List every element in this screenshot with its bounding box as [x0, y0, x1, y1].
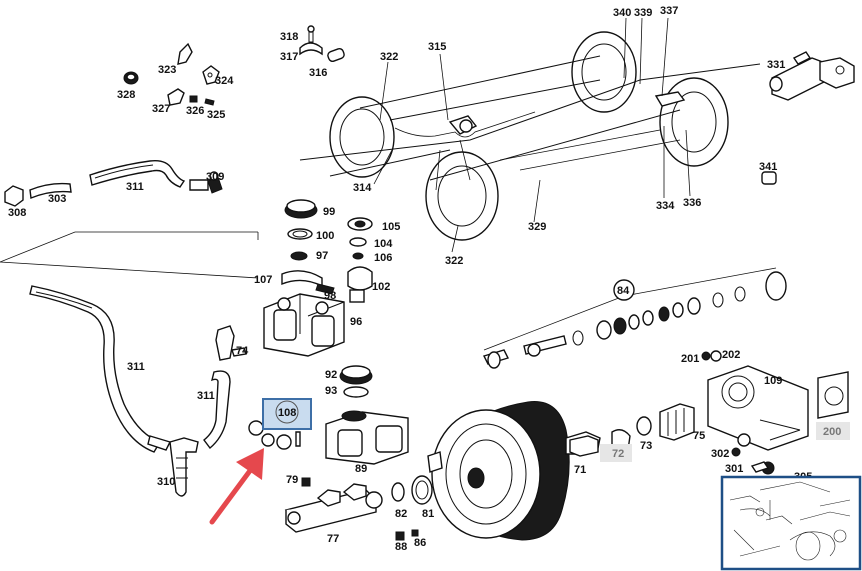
label-202: 202 [722, 349, 740, 361]
highlight-arrow [209, 448, 264, 525]
label-322-bottom: 322 [445, 255, 463, 267]
label-73: 73 [640, 440, 652, 452]
label-77: 77 [327, 533, 339, 545]
label-102: 102 [372, 281, 390, 293]
label-328: 328 [117, 89, 135, 101]
label-310: 310 [157, 476, 175, 488]
label-327: 327 [152, 103, 170, 115]
label-325: 325 [207, 109, 225, 121]
label-98: 98 [324, 290, 336, 302]
label-308: 308 [8, 207, 26, 219]
label-82: 82 [395, 508, 407, 520]
label-309: 309 [206, 171, 224, 183]
label-79: 79 [286, 474, 298, 486]
label-314: 314 [353, 182, 372, 194]
label-323: 323 [158, 64, 176, 76]
highlight-box [262, 398, 312, 430]
label-97: 97 [316, 250, 328, 262]
label-107: 107 [254, 274, 272, 286]
hose-parts-upper [4, 159, 223, 207]
label-100: 100 [316, 230, 334, 242]
leader-lines [373, 17, 691, 253]
bracket-assembly-109 [701, 350, 809, 475]
sleeve-part-341 [761, 171, 777, 185]
master-cylinder-77 [284, 483, 383, 533]
label-109: 109 [764, 375, 782, 387]
small-bracket-parts [123, 25, 345, 106]
label-81: 81 [422, 508, 434, 520]
label-315: 315 [428, 41, 446, 53]
brake-booster [427, 401, 601, 541]
label-322-top: 322 [380, 51, 398, 63]
label-311-top: 311 [126, 181, 144, 193]
label-316: 316 [309, 67, 327, 79]
label-329: 329 [528, 221, 546, 233]
hose-parts-lower [29, 285, 247, 497]
label-72: 72 [612, 448, 624, 460]
label-311-middle: 311 [127, 361, 145, 373]
label-201: 201 [681, 353, 699, 365]
label-96: 96 [350, 316, 362, 328]
label-301: 301 [725, 463, 743, 475]
label-89: 89 [355, 463, 367, 475]
overview-thumbnail[interactable] [720, 475, 862, 571]
label-88: 88 [395, 541, 407, 553]
label-86: 86 [414, 537, 426, 549]
group-boundary-lines [0, 231, 259, 279]
highlight-circle [275, 400, 299, 424]
label-336: 336 [683, 197, 701, 209]
label-303: 303 [48, 193, 66, 205]
gasket-200 [817, 371, 849, 419]
seal-parts-82-81-88-86 [391, 475, 433, 541]
highlight-108 [262, 398, 312, 430]
nut-parts-302-301 [731, 447, 770, 473]
label-331: 331 [767, 59, 785, 71]
label-318: 318 [280, 31, 298, 43]
label-326: 326 [186, 105, 204, 117]
label-84: 84 [617, 285, 630, 297]
label-box-72 [600, 444, 632, 462]
label-302: 302 [711, 448, 729, 460]
label-74: 74 [236, 345, 249, 357]
label-324: 324 [215, 75, 234, 87]
label-106: 106 [374, 252, 392, 264]
label-317: 317 [280, 51, 298, 63]
label-75: 75 [693, 430, 705, 442]
label-71: 71 [574, 464, 586, 476]
label-104: 104 [374, 238, 393, 250]
vehicle-chassis-sketch [299, 31, 761, 241]
label-105: 105 [382, 221, 400, 233]
label-340: 340 [613, 7, 631, 19]
part-number-labels: 318 317 316 315 322 323 324 328 327 326 … [8, 5, 841, 553]
label-99: 99 [323, 206, 335, 218]
label-334: 334 [656, 200, 675, 212]
label-311-bottom: 311 [197, 390, 215, 402]
label-93: 93 [325, 385, 337, 397]
label-341: 341 [759, 161, 777, 173]
pushrod-assembly [483, 267, 787, 369]
label-337: 337 [660, 5, 678, 17]
label-200: 200 [823, 426, 841, 438]
label-92: 92 [325, 369, 337, 381]
motor-part-331 [769, 51, 855, 101]
center-stack-parts [248, 199, 409, 487]
label-box-200 [816, 422, 850, 440]
label-339: 339 [634, 7, 652, 19]
callout-84-circle [613, 279, 635, 301]
label-108: 108 [278, 407, 296, 419]
